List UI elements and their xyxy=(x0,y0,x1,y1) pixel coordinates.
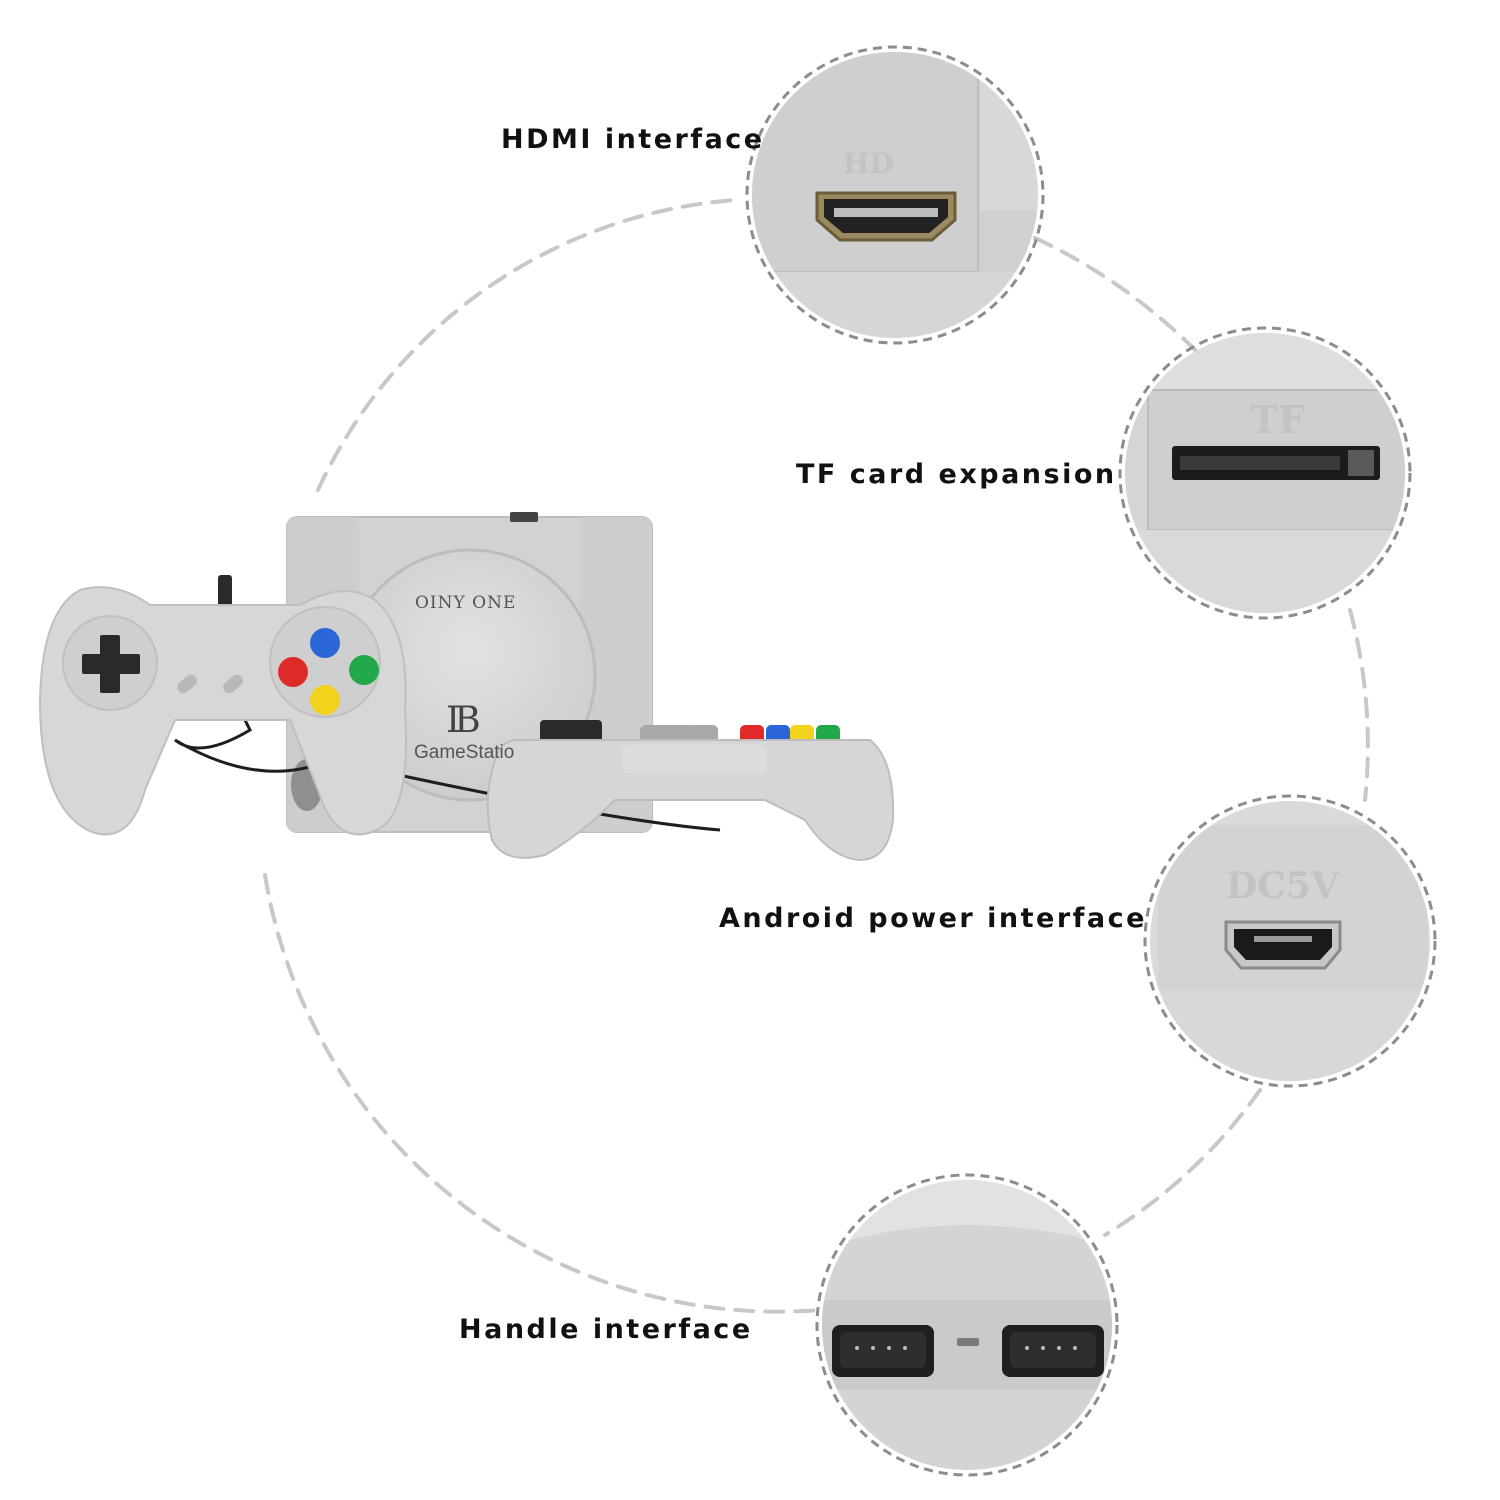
hdmi-port-label: HD xyxy=(843,147,894,180)
power-port-label: DC5V xyxy=(1226,865,1340,907)
console-model: GameStatio xyxy=(414,742,515,763)
handle-callout: Handle interface xyxy=(459,1314,753,1345)
console-logo: IB xyxy=(446,700,481,741)
console-brand: OINY ONE xyxy=(415,593,517,613)
right-controller xyxy=(486,720,895,862)
hdmi-detail xyxy=(752,52,1038,338)
tf-detail xyxy=(1125,333,1405,613)
tf-port-label: TF xyxy=(1250,397,1305,442)
power-detail-frame xyxy=(1143,794,1437,1088)
tf-callout: TF card expansion xyxy=(796,459,1117,490)
hdmi-callout: HDMI interface xyxy=(501,124,765,155)
power-callout: Android power interface xyxy=(719,903,1147,934)
hdmi-detail-frame xyxy=(745,45,1045,345)
power-detail xyxy=(1150,801,1430,1081)
dashed-connector-arc xyxy=(263,198,1370,1314)
handle-detail-frame xyxy=(815,1173,1119,1477)
left-controller xyxy=(38,586,408,836)
tf-detail-frame xyxy=(1118,326,1412,620)
handle-detail xyxy=(822,1180,1112,1470)
